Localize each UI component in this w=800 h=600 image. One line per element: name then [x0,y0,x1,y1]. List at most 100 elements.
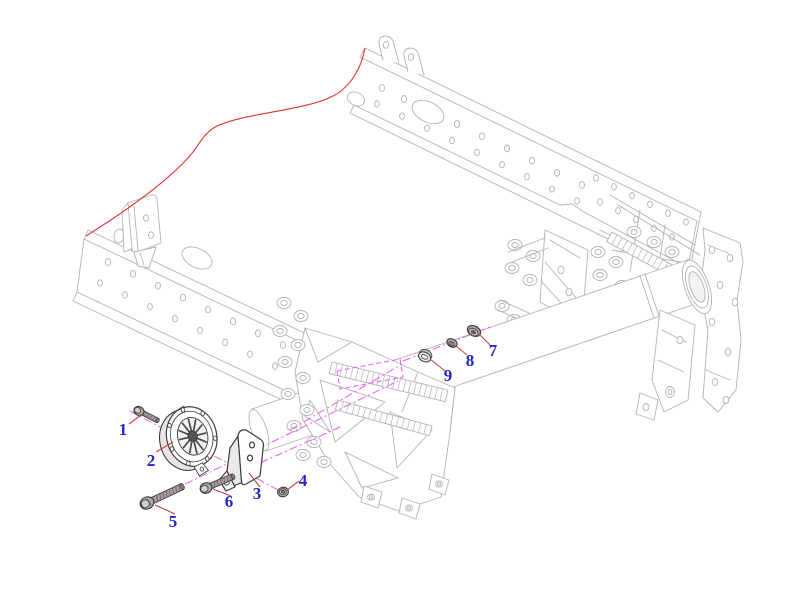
rib-line [381,374,386,387]
rib-line [357,405,361,417]
bolt-hole [611,183,617,191]
bolt-hole [724,347,732,357]
plate-holes [708,245,739,405]
rib-line [413,382,417,395]
bolt-hole [726,253,734,263]
leader-line [478,333,491,346]
bolt-hole [129,270,137,278]
rib-line [407,380,412,394]
bolt-boss-hole [303,407,311,413]
part-8-washer [446,338,458,348]
far-rail-holes [374,84,689,241]
callout-6: 6 [212,488,234,511]
bolt-bosses [272,297,332,468]
bolt-boss-hole [320,459,328,465]
rib-line [402,379,407,392]
truck-frame-artwork [72,35,744,520]
horn-spoke [195,424,203,433]
horn-spoke [182,439,191,449]
callout-2: 2 [147,441,174,470]
horn-flange-hole [212,435,218,441]
frame-oval-cutout [181,246,213,270]
callout-8: 8 [455,345,475,370]
bolt-hole [647,200,653,209]
rib-line [626,242,633,254]
bolt-boss-hole [612,259,620,265]
rib-line [611,234,618,245]
bolt-hole [147,303,153,311]
callout-number: 6 [225,492,234,511]
bolt-hole [549,185,555,193]
horn-flange-hole [180,407,186,413]
bolt-boss-hole [511,242,519,248]
horn-spoke [196,437,207,443]
leader-line [154,504,176,515]
horn-spoke [187,418,192,431]
bolt-hole [474,148,480,157]
bolt-hole [179,293,187,302]
bolt-hole [574,197,580,205]
rib-line [349,366,354,380]
bolt-boss-hole [668,249,676,255]
bolt-hole [722,395,730,405]
rib-line [397,378,401,391]
bolt-hole [683,218,689,226]
bolt-hole [615,207,621,215]
bolt-boss-hole [596,272,604,278]
far-frame-rail [346,35,702,278]
bolt-hole [453,120,461,128]
bolt-boss-hole [299,375,307,381]
leader-line [248,472,261,488]
bolt-boss-hole [294,342,302,348]
horn-spoke [192,419,197,432]
horn-flange-hole [169,446,175,452]
bolt-hole [204,305,212,314]
bolt-hole [716,280,724,290]
rib-line [344,365,349,378]
bolt-hole [122,291,128,299]
bolt-hole [279,341,287,349]
rib-line [418,383,422,396]
leader-line [286,480,300,491]
bolt-hole [172,314,178,323]
mounting-footprint [336,358,404,390]
rib-line [434,387,438,400]
axis-bracket-to-frame [289,363,403,431]
callout-number: 8 [466,351,475,370]
part-1-flange-bolt [133,405,160,424]
callout-number: 7 [489,341,498,360]
rear-hub-and-hanger [635,259,713,421]
rib-line [401,418,405,429]
rib-line [616,237,623,248]
bolt-hole [708,317,716,327]
callout-9: 9 [429,358,452,385]
horn-flange-hole [186,460,191,467]
bolt-hole [578,181,586,189]
leader-line [429,358,446,372]
rib-line [368,408,372,420]
bolt-hole [593,174,599,182]
horn-spoke [178,429,189,436]
bolt-hole [229,317,237,326]
rib-line [423,384,428,397]
part-5-flange-bolt [139,483,185,510]
rear-plate [699,227,744,413]
bolt-boss-hole [284,391,292,397]
callout-1: 1 [119,414,142,439]
callout-number: 2 [147,451,156,470]
bolt-boss-hole [276,328,284,334]
tube-end-cap [248,409,270,451]
bolt-hole [503,144,511,153]
bolt-hole [222,338,228,347]
horn-spoke [181,422,190,433]
rib-line [365,370,370,383]
rib-line [657,259,664,270]
axis-bolt6 [201,426,341,490]
rib-line [646,253,653,265]
rib-line [376,373,380,386]
bolt-boss-hole [630,229,638,235]
bolt-hole [272,362,278,370]
callout-number: 3 [253,484,262,503]
rib-line [355,368,359,381]
